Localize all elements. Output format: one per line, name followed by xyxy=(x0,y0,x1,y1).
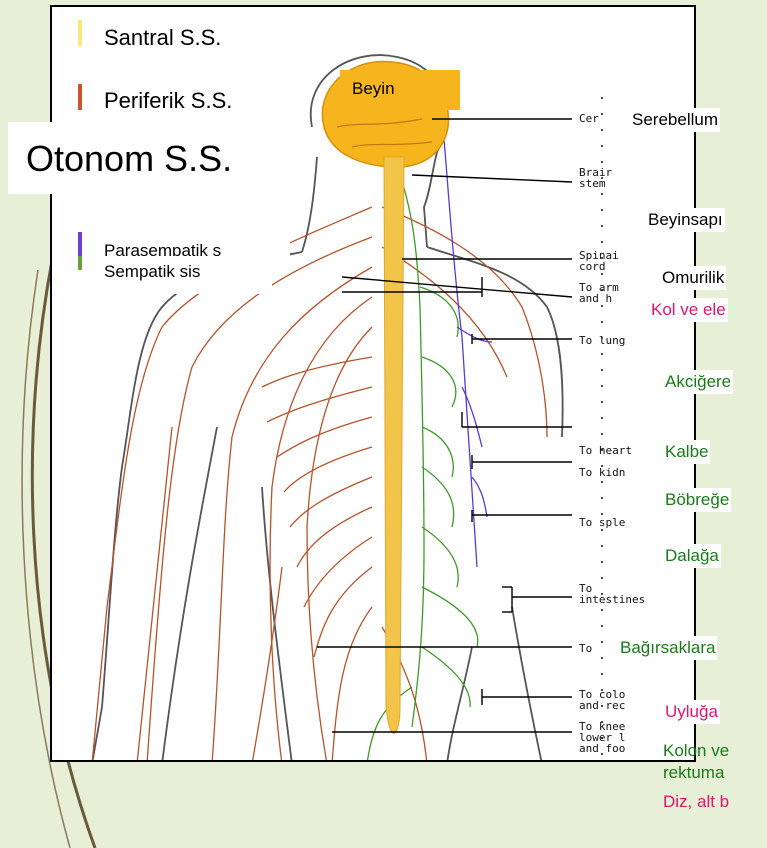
peripheral-swatch xyxy=(78,84,82,110)
legend-central-label: Santral S.S. xyxy=(104,25,221,51)
to-intestines-label: To intestines xyxy=(579,583,645,605)
kol-label: Kol ve ele xyxy=(649,298,728,322)
legend-peripheral-label: Periferik S.S. xyxy=(104,88,232,114)
kolon-label: Kolon ve rektuma xyxy=(663,740,729,784)
dalaga-label: Dalağa xyxy=(663,544,721,568)
shoulder-right xyxy=(427,247,563,437)
akciger-label: Akciğere xyxy=(663,370,733,394)
beyinsapi-label: Beyinsapı xyxy=(646,208,725,232)
brain-stem-label: Brair stem xyxy=(579,167,612,189)
parasympathetic-nerves xyxy=(442,117,492,567)
kalbe-label: Kalbe xyxy=(663,440,710,464)
spinal-cord-label: Spinai cord xyxy=(579,250,619,272)
legend-sympathetic-label: Sempatik sis xyxy=(104,262,200,282)
arm-inner-left xyxy=(162,427,217,762)
to-lungs-label: To lung xyxy=(579,335,625,346)
cer-label: Cer xyxy=(579,113,599,124)
uyluga-label: Uyluğa xyxy=(663,700,720,724)
serebellum-label: Serebellum xyxy=(630,108,720,132)
beyin-label: Beyin xyxy=(340,70,460,110)
to-thigh-label: To xyxy=(579,643,592,654)
sympathetic-nerves xyxy=(367,167,478,762)
to-heart-label: To heart xyxy=(579,445,632,456)
to-kidneys-label: To kidn xyxy=(579,467,625,478)
diz-label: Diz, alt b xyxy=(663,792,729,812)
to-arms-label: To arm and h xyxy=(579,282,619,304)
legend-autonomic-box: Otonom S.S. xyxy=(8,122,288,194)
legend-sympathetic-box: Sempatik sis xyxy=(68,256,272,294)
sympathetic-swatch xyxy=(78,256,82,270)
legend-central-box: Santral S.S. xyxy=(68,12,290,56)
torso-right xyxy=(512,607,542,762)
neck-outline-left xyxy=(302,157,317,252)
legend-peripheral-box: Periferik S.S. xyxy=(68,76,290,122)
hip-right xyxy=(447,647,472,762)
central-swatch xyxy=(78,20,82,46)
to-colon-label: To colo and rec xyxy=(579,689,625,711)
omurilik-label: Omurilik xyxy=(660,266,726,290)
legend-autonomic-label: Otonom S.S. xyxy=(26,138,232,180)
bagirsaklara-label: Bağırsaklara xyxy=(618,636,717,660)
to-knee-label: To knee lower l and foo xyxy=(579,721,625,754)
bobrege-label: Böbreğe xyxy=(663,488,731,512)
to-spleen-label: To sple xyxy=(579,517,625,528)
label-pointer-lines xyxy=(317,97,602,762)
